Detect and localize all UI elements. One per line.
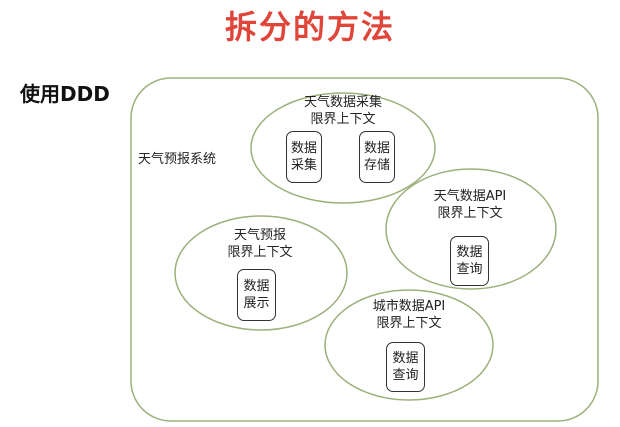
page-title: 拆分的方法 <box>224 8 395 46</box>
context-subtitle: 限界上下文 <box>310 112 376 127</box>
context-ellipse-weather-collection <box>250 92 436 204</box>
module-data-display: 数据 展示 <box>237 269 276 321</box>
domain-boundary <box>130 77 599 422</box>
context-label-weather-api: 天气数据API 限界上下文 <box>410 188 530 222</box>
module-data-collection: 数据 采集 <box>286 131 322 183</box>
context-ellipse-weather-forecast <box>174 215 348 331</box>
context-ellipse-weather-api <box>385 168 557 290</box>
module-data-query: 数据 查询 <box>450 236 489 286</box>
context-title: 天气数据采集 <box>303 95 382 110</box>
context-title: 天气数据API <box>433 189 507 204</box>
context-subtitle: 限界上下文 <box>437 206 503 221</box>
context-label-weather-forecast: 天气预报 限界上下文 <box>200 227 320 261</box>
context-label-weather-collection: 天气数据采集 限界上下文 <box>283 94 403 128</box>
approach-label: 使用DDD <box>20 82 110 106</box>
context-subtitle: 限界上下文 <box>376 316 442 331</box>
context-subtitle: 限界上下文 <box>227 245 293 260</box>
module-data-query: 数据 查询 <box>386 342 425 392</box>
context-ellipse-city-api <box>324 289 494 401</box>
domain-label: 天气预报系统 <box>138 152 217 167</box>
module-data-storage: 数据 存储 <box>359 131 395 183</box>
context-label-city-api: 城市数据API 限界上下文 <box>349 298 469 332</box>
context-title: 城市数据API <box>372 299 446 314</box>
context-title: 天气预报 <box>233 228 286 243</box>
